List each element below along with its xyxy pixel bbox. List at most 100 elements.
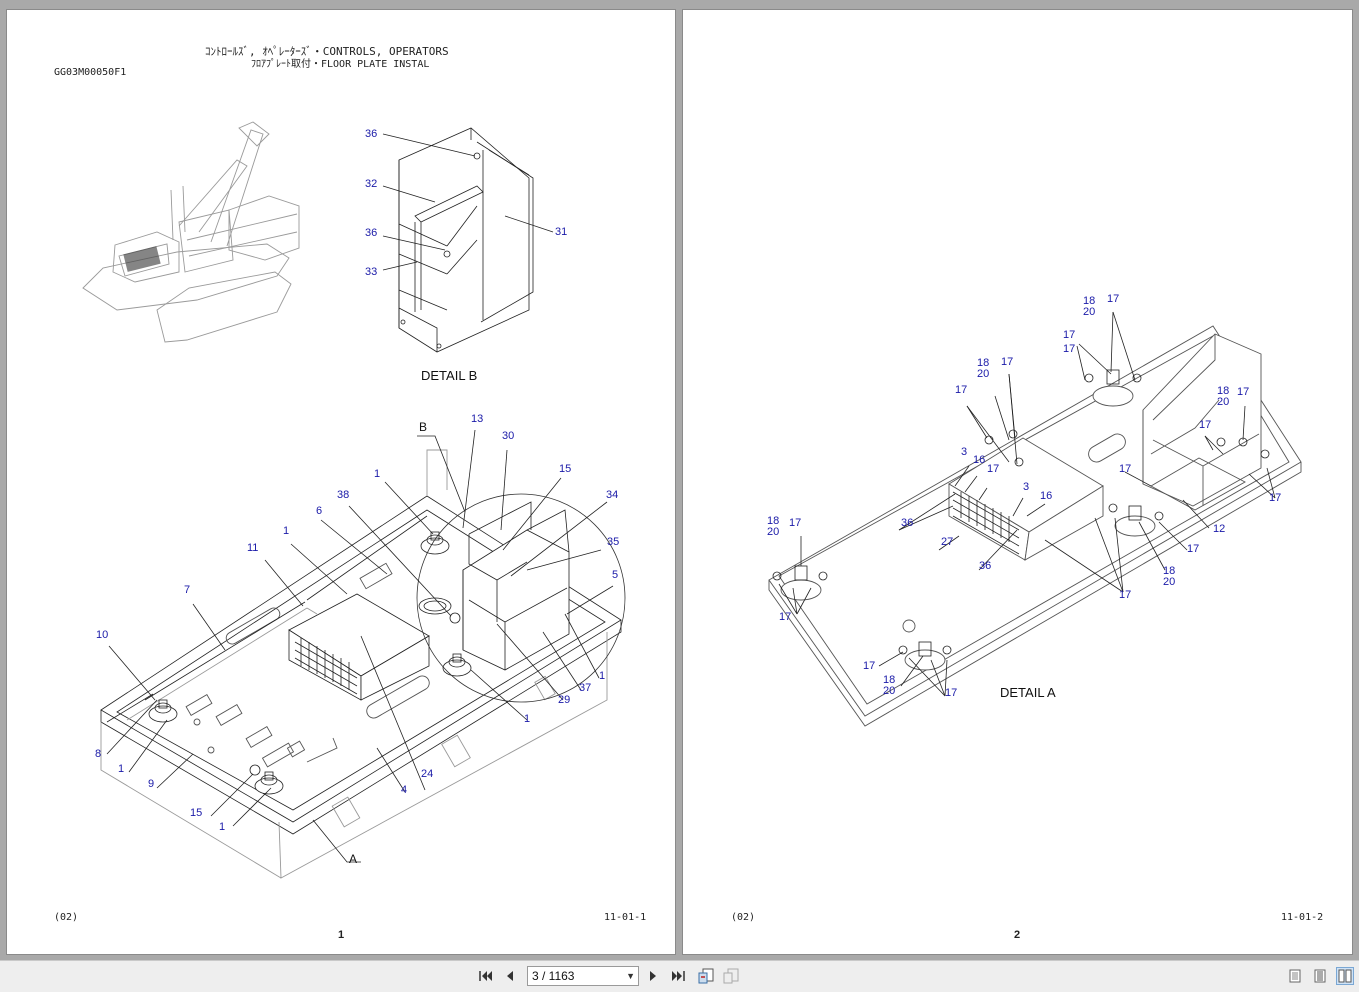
callout-b-32: 32: [365, 178, 377, 190]
callout-a-18c: 18: [977, 357, 989, 369]
detail-a-drawing: 18 20 17 17 18 20 17 17 18 20 17 17 3 16…: [767, 293, 1302, 727]
leader-lines-detail-a: [778, 311, 1276, 697]
callout-4: 4: [401, 784, 407, 796]
next-page-button[interactable]: [643, 966, 663, 986]
callout-a-16a: 16: [973, 454, 985, 466]
page-indicator-text: 3 / 1163: [532, 969, 575, 983]
callout-a-27: 27: [941, 536, 953, 548]
callout-a-18f: 18: [1217, 385, 1229, 397]
parts-drawing-page1: 36 32 36 33 31: [82, 121, 626, 879]
previous-page-button[interactable]: [500, 966, 520, 986]
forward-view-icon: [723, 968, 739, 984]
callout-9: 9: [148, 778, 154, 790]
rubber-mount: [148, 699, 178, 723]
first-page-icon: [479, 971, 492, 981]
document-page-1: ｺﾝﾄﾛｰﾙｽﾞ, ｵﾍﾟﾚｰﾀｰｽﾞ・CONTROLS, OPERATORS …: [6, 9, 676, 955]
callout-5: 5: [612, 569, 618, 581]
revision-label-page1: (02): [54, 912, 79, 923]
callout-a-17j: 17: [1119, 463, 1131, 475]
callout-a-36a: 36: [901, 517, 913, 529]
callout-a-20f: 20: [1217, 396, 1229, 408]
callout-a-17h: 17: [1063, 329, 1075, 341]
revision-label-page2: (02): [731, 912, 756, 923]
callout-b-31: 31: [555, 226, 567, 238]
callout-a-20e: 20: [1163, 576, 1175, 588]
back-view-icon: [698, 968, 714, 984]
callout-a-20a: 20: [767, 526, 779, 538]
last-page-button[interactable]: [668, 966, 688, 986]
callout-a-20b: 20: [883, 685, 895, 697]
first-page-button[interactable]: [476, 966, 496, 986]
callout-a-17e: 17: [1001, 356, 1013, 368]
two-page-view-button[interactable]: [1336, 967, 1354, 985]
callout-1b: 1: [374, 468, 380, 480]
callout-13: 13: [471, 413, 483, 425]
floor-plate-drawing: [100, 449, 626, 879]
callout-a-17g: 17: [987, 463, 999, 475]
sheet-code-page1: 11-01-1: [604, 912, 647, 923]
callout-15a: 15: [559, 463, 571, 475]
leader-lines: [106, 429, 614, 863]
continuous-page-icon: [1314, 969, 1326, 983]
page-number-1: 1: [338, 929, 345, 941]
callout-a-20c: 20: [977, 368, 989, 380]
callout-a-17k: 17: [1269, 492, 1281, 504]
callout-37: 37: [579, 682, 591, 694]
callout-a-18e: 18: [1163, 565, 1175, 577]
callout-1c: 1: [283, 525, 289, 537]
callout-a-18d: 18: [1083, 295, 1095, 307]
viewer-toolbar: 3 / 1163 ▼: [0, 960, 1359, 992]
document-page-2: 18 20 17 17 18 20 17 17 18 20 17 17 3 16…: [682, 9, 1353, 955]
callout-a-17d: 17: [945, 687, 957, 699]
callout-8: 8: [95, 748, 101, 760]
callout-29: 29: [558, 694, 570, 706]
callout-a-17b: 17: [779, 611, 791, 623]
single-page-icon: [1289, 969, 1301, 983]
page-title-line1: ｺﾝﾄﾛｰﾙｽﾞ, ｵﾍﾟﾚｰﾀｰｽﾞ・CONTROLS, OPERATORS: [205, 45, 449, 58]
callout-a-16b: 16: [1040, 490, 1052, 502]
continuous-view-button[interactable]: [1311, 967, 1329, 985]
callout-a-3a: 3: [961, 446, 967, 458]
callout-1d: 1: [118, 763, 124, 775]
last-page-icon: [672, 971, 685, 981]
floor-plate-detail-a: [768, 325, 1302, 727]
callout-1e: 1: [219, 821, 225, 833]
next-page-icon: [650, 971, 656, 981]
forward-view-button[interactable]: [721, 966, 741, 986]
callout-1a: 1: [599, 670, 605, 682]
detail-a-label: DETAIL A: [1000, 685, 1056, 700]
section-marker-a: A: [349, 852, 357, 866]
callout-38: 38: [337, 489, 349, 501]
callout-a-17f: 17: [955, 384, 967, 396]
back-view-button[interactable]: [696, 966, 716, 986]
callout-a-17p: 17: [1063, 343, 1075, 355]
callout-a-3b: 3: [1023, 481, 1029, 493]
callout-a-20d: 20: [1083, 306, 1095, 318]
callout-1f: 1: [524, 713, 530, 725]
sheet-code-page2: 11-01-2: [1281, 912, 1324, 923]
callout-11: 11: [247, 542, 258, 554]
callout-a-17o: 17: [1237, 386, 1249, 398]
page-number-2: 2: [1014, 929, 1021, 941]
callout-a-17a: 17: [789, 517, 801, 529]
callout-b-36b: 36: [365, 227, 377, 239]
callout-10: 10: [96, 629, 108, 641]
callout-a-17l: 17: [1187, 543, 1199, 555]
callout-34: 34: [606, 489, 618, 501]
section-marker-b: B: [419, 420, 427, 434]
single-page-view-button[interactable]: [1286, 967, 1304, 985]
callout-a-12: 12: [1213, 523, 1225, 535]
callout-a-18b: 18: [883, 674, 895, 686]
callout-a-17c: 17: [863, 660, 875, 672]
detail-b-label: DETAIL B: [421, 368, 478, 383]
callout-b-33: 33: [365, 266, 377, 278]
chevron-down-icon[interactable]: ▼: [626, 971, 635, 981]
callout-35: 35: [607, 536, 619, 548]
two-page-icon: [1338, 969, 1352, 983]
callout-a-17n: 17: [1199, 419, 1211, 431]
page-number-input[interactable]: 3 / 1163 ▼: [527, 966, 639, 986]
callout-30: 30: [502, 430, 514, 442]
callout-7: 7: [184, 584, 190, 596]
callout-a-36b: 36: [979, 560, 991, 572]
drawing-code: GG03M00050F1: [54, 67, 127, 78]
